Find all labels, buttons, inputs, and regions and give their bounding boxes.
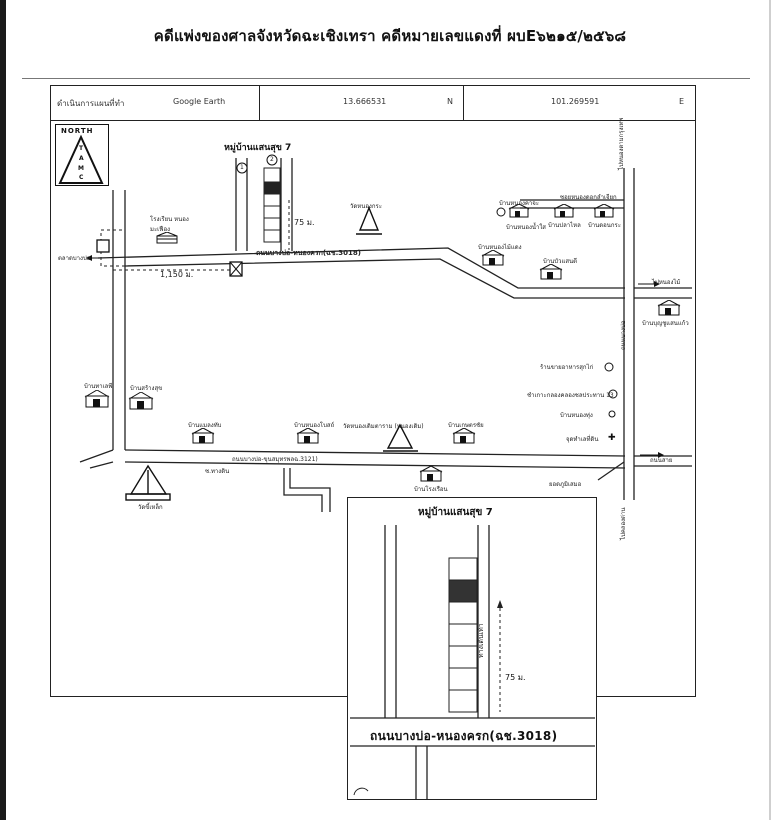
header-lon: 101.269591: [551, 97, 600, 106]
house-icon-3: [593, 204, 615, 218]
header-divider-1: [259, 86, 260, 120]
header-divider-2: [463, 86, 464, 120]
legend-2-label: ชำเกาะกลองคลองชลประทาน 13: [527, 392, 614, 399]
header-lon-dir: E: [679, 97, 685, 106]
house-label-1: บ้านหนองคาจะ: [499, 200, 539, 207]
north-arrow-icon: [58, 134, 104, 184]
scan-edge-left: [0, 0, 6, 820]
north-letter-t: T: [79, 145, 84, 152]
legend-4-label: จุดทำเลที่ดิน: [566, 436, 599, 443]
temple-north-label: วัดหนองกระ: [350, 203, 382, 210]
plot-marker-1-label: 1: [240, 164, 244, 171]
house-label-10: บ้านแมลงทับ: [188, 422, 222, 429]
left-arrow-label: ตลาดบางบ่อ: [58, 255, 91, 262]
header-rule: [22, 78, 750, 79]
header-app: Google Earth: [173, 97, 226, 106]
right-mid-label: ไปหนองไม้: [652, 279, 681, 286]
north-arrow-box: NORTH T A M C: [55, 124, 109, 186]
house-label-11: บ้านหนองโบสถ์: [294, 422, 335, 429]
inset-distance-label: 75 ม.: [505, 673, 526, 682]
house-icon-5: [539, 264, 563, 280]
house-label-2: บ้านปลาไหล: [548, 222, 581, 229]
school-label: โรงเรียน หนองมะเฟือง: [150, 216, 189, 233]
distance-1150-label: 1,150 ม.: [160, 270, 194, 279]
school-icon: [156, 232, 178, 244]
bottom-center-tag: ซ.ทางดิน: [205, 468, 230, 475]
soi-label: ซอยหนองดอกลำเจียก: [560, 194, 617, 201]
house-icon-12: [419, 466, 443, 482]
house-icon-8: [128, 392, 154, 410]
house-icon-7: [84, 390, 110, 408]
bottom-right-tag: ถนนสาย: [650, 457, 673, 464]
distance-75-label: 75 ม.: [294, 218, 315, 227]
header-lat-dir: N: [447, 97, 453, 106]
plot-marker-2-label: 2: [270, 156, 274, 163]
house-label-12: บ้านเกษตรชัย: [448, 422, 484, 429]
header-source: ดำเนินการแผนที่ทำ: [57, 99, 125, 108]
road-south-label: ถนนบางบ่อ-ขุนสมุทรพลฉ.3121): [232, 456, 318, 463]
north-letter-a: A: [79, 155, 84, 162]
legend-1-label: ร้านขายอาหารสุกไก่: [540, 364, 594, 371]
header-lat: 13.666531: [343, 97, 387, 106]
village-label: หมู่บ้านแสนสุข 7: [224, 143, 292, 153]
inset-title: หมู่บ้านแสนสุข 7: [418, 507, 493, 518]
temple-south-label: วัดขี้เหล็ก: [138, 504, 163, 511]
north-letter-c: C: [79, 174, 84, 181]
coordinate-header: ดำเนินการแผนที่ทำ Google Earth 13.666531…: [50, 85, 696, 121]
house-label-13: บ้านโรงเรือน: [414, 486, 448, 493]
inset-road-label: ถนนบางบ่อ-หนองครก(ฉช.3018): [370, 729, 558, 743]
document-title: คดีแพ่งของศาลจังหวัดฉะเชิงเทรา คดีหมายเล…: [153, 27, 627, 45]
house-label-3: บ้านดอนกระ: [588, 222, 621, 229]
scan-edge-right: [769, 0, 771, 820]
house-icon-10: [296, 428, 320, 444]
svg-text:✚: ✚: [608, 433, 616, 443]
house-icon-4: [481, 250, 505, 266]
house-label-6: บ้านบัวแสนดี: [543, 258, 577, 265]
road-main-label: ถนนบางบ่อ-หนองครก(ฉช.3018): [256, 249, 361, 257]
house-icon-6: [657, 300, 681, 316]
bottom-right-label: ยอดภูมิเสมอ: [549, 481, 582, 488]
house-label-4: บ้านหนองน้ำใส: [506, 224, 546, 231]
north-label: NORTH: [61, 127, 94, 135]
house-icon-1: [508, 204, 530, 218]
north-letter-m: M: [78, 165, 84, 172]
house-label-8: บ้านทาเลพี: [84, 383, 113, 390]
house-label-5: บ้านหนองไม้แดง: [478, 244, 522, 251]
house-icon-11: [452, 428, 476, 444]
house-label-9: บ้านสร้างสุข: [130, 385, 163, 392]
temple-mid-label: วัดหนองเดิมตาราม (หนองเดิม): [343, 423, 424, 430]
house-icon-2: [553, 204, 575, 218]
house-label-7: บ้านบุญชูแสนแก้ว: [642, 320, 689, 327]
legend-3-label: บ้านหนองทุ่ง: [560, 412, 593, 419]
inset-footpath-label: ทางเดินเท้า: [477, 623, 485, 658]
house-icon-9: [191, 428, 215, 444]
